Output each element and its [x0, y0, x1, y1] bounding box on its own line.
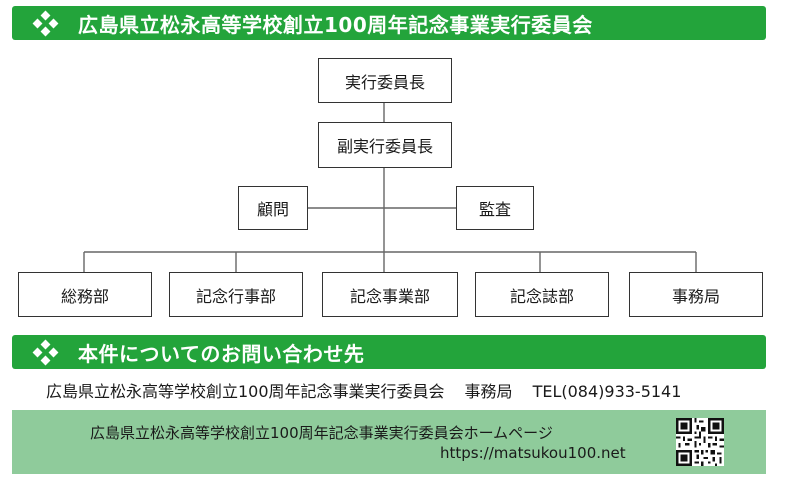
- diamond-cluster-icon: [28, 339, 64, 366]
- homepage-band: 広島県立松永高等学校創立100周年記念事業実行委員会ホームページ https:/…: [12, 410, 766, 474]
- homepage-url[interactable]: https://matsukou100.net: [440, 444, 626, 462]
- dept-general-affairs-box: 総務部: [18, 272, 152, 317]
- homepage-title: 広島県立松永高等学校創立100周年記念事業実行委員会ホームページ: [90, 424, 553, 442]
- contact-tel: TEL(084)933-5141: [532, 382, 682, 401]
- advisor-box: 顧問: [238, 186, 308, 230]
- qr-code-icon[interactable]: [676, 418, 724, 466]
- dept-commemorative-events-box: 記念行事部: [169, 272, 303, 317]
- vice-chair-box: 副実行委員長: [318, 122, 452, 168]
- dept-commemorative-magazine-box: 記念誌部: [475, 272, 609, 317]
- dept-commemorative-projects-box: 記念事業部: [322, 272, 458, 317]
- contact-line: 広島県立松永高等学校創立100周年記念事業実行委員会事務局 TEL(084)933…: [46, 378, 681, 402]
- org-chart-connectors: [83, 103, 697, 272]
- contact-org-name: 広島県立松永高等学校創立100周年記念事業実行委員会: [46, 382, 445, 401]
- auditor-box: 監査: [456, 186, 534, 230]
- contact-header-bar: 本件についてのお問い合わせ先: [12, 335, 766, 369]
- dept-secretariat-box: 事務局: [629, 272, 763, 317]
- contact-office: 事務局: [464, 382, 513, 401]
- committee-header-bar: 広島県立松永高等学校創立100周年記念事業実行委員会: [12, 6, 766, 40]
- chair-box: 実行委員長: [318, 58, 452, 103]
- contact-title: 本件についてのお問い合わせ先: [78, 341, 365, 366]
- committee-title: 広島県立松永高等学校創立100周年記念事業実行委員会: [78, 12, 593, 37]
